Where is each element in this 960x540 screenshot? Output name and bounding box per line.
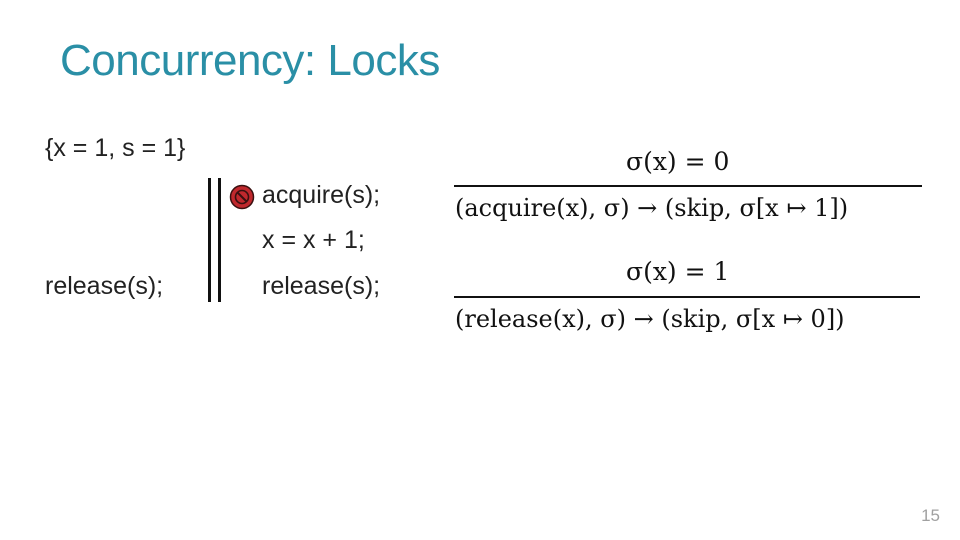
parallel-bar-right — [218, 178, 221, 302]
assign-statement: x = x + 1; — [262, 226, 365, 254]
initial-state: {x = 1, s = 1} — [45, 134, 186, 162]
release-rule-line — [454, 296, 920, 298]
page-number: 15 — [921, 506, 940, 525]
right-release-statement: release(s); — [262, 272, 381, 300]
left-release-statement: release(s); — [45, 272, 164, 300]
release-rule-premise: σ(x) = 1 — [626, 257, 730, 286]
release-rule-conclusion: (release(x), σ) → (skip, σ[x ↦ 0]) — [455, 305, 845, 333]
slide-title: Concurrency: Locks — [60, 36, 440, 85]
no-entry-icon — [229, 184, 255, 210]
acquire-statement: acquire(s); — [262, 181, 381, 209]
acquire-rule-premise: σ(x) = 0 — [626, 147, 730, 176]
acquire-rule-conclusion: (acquire(x), σ) → (skip, σ[x ↦ 1]) — [455, 194, 849, 222]
acquire-rule-line — [454, 185, 922, 187]
parallel-bar-left — [208, 178, 211, 302]
